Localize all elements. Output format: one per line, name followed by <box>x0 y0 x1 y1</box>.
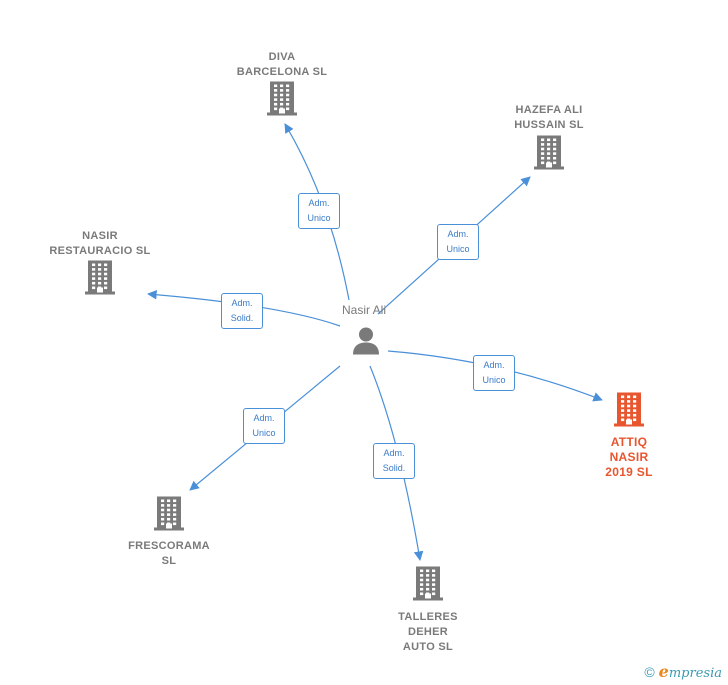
center-person-name[interactable]: Nasir Ali <box>341 303 387 317</box>
edge-label-attiq[interactable]: Adm. Unico <box>473 355 515 391</box>
brand-logo[interactable]: empresia <box>658 662 722 681</box>
building-icon-nasir-rest[interactable] <box>85 260 115 300</box>
building-icon-talleres[interactable] <box>413 566 443 606</box>
copyright-icon: © <box>644 663 655 680</box>
edge-label-hazefa[interactable]: Adm. Unico <box>437 224 479 260</box>
company-label-talleres[interactable]: TALLERES DEHER AUTO SL <box>398 611 458 653</box>
edge-label-frescorama[interactable]: Adm. Unico <box>243 408 285 444</box>
footer-brand: © empresia <box>644 662 722 681</box>
company-label-frescorama[interactable]: FRESCORAMA SL <box>128 540 210 567</box>
company-label-nasir-rest[interactable]: NASIR RESTAURACIO SL <box>49 230 151 257</box>
person-icon[interactable] <box>351 326 381 361</box>
building-icon-diva[interactable] <box>267 81 297 121</box>
building-icon-frescorama[interactable] <box>154 496 184 536</box>
edge-label-talleres[interactable]: Adm. Solid. <box>373 443 415 479</box>
building-icon-attiq[interactable] <box>614 392 644 432</box>
company-label-hazefa[interactable]: HAZEFA ALI HUSSAIN SL <box>514 104 584 131</box>
building-icon-hazefa[interactable] <box>534 135 564 175</box>
edge-label-nasir-rest[interactable]: Adm. Solid. <box>221 293 263 329</box>
company-label-diva[interactable]: DIVA BARCELONA SL <box>236 51 328 78</box>
edge-label-diva[interactable]: Adm. Unico <box>298 193 340 229</box>
company-label-attiq[interactable]: ATTIQ NASIR 2019 SL <box>605 435 653 479</box>
